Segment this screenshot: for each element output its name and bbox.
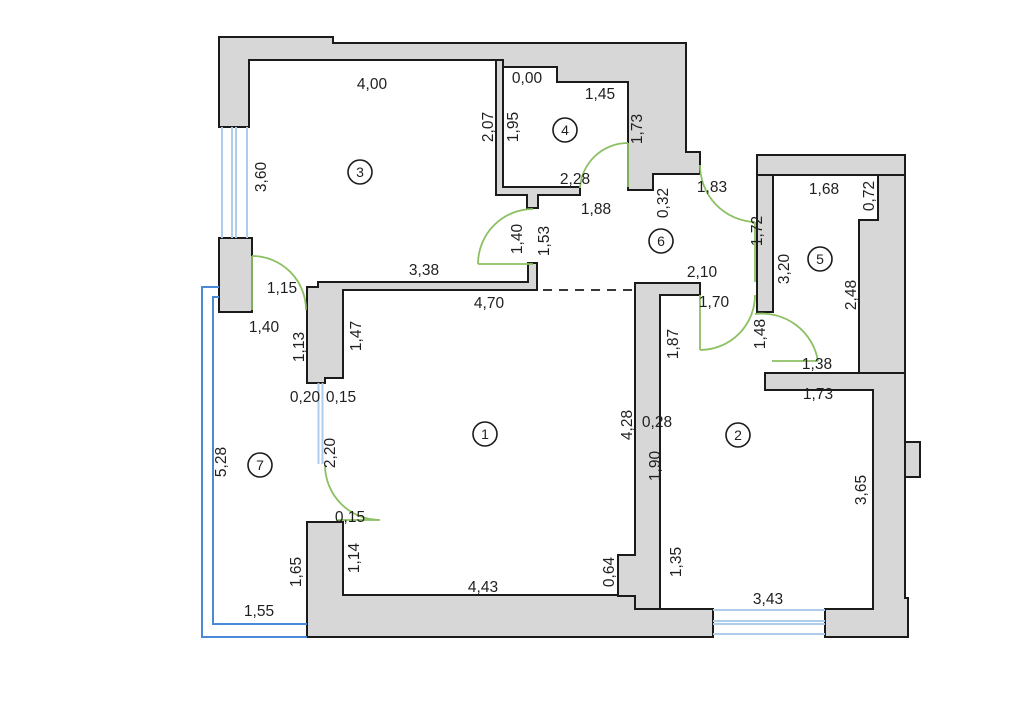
dimension-label: 1,13 bbox=[291, 332, 308, 362]
dimension-label: 0,15 bbox=[326, 389, 356, 406]
wall-segment bbox=[218, 237, 253, 313]
dimension-label: 1,68 bbox=[809, 181, 839, 198]
svg-text:6: 6 bbox=[657, 233, 665, 249]
doors-layer bbox=[251, 142, 819, 521]
room-number-badge: 2 bbox=[725, 422, 751, 448]
svg-text:1: 1 bbox=[481, 426, 489, 442]
dimension-label: 1,15 bbox=[267, 280, 297, 297]
dimension-label: 2,48 bbox=[843, 280, 860, 310]
dimension-label: 0,15 bbox=[335, 509, 365, 526]
wall-segment bbox=[904, 441, 921, 478]
svg-text:2: 2 bbox=[734, 427, 742, 443]
dimension-label: 1,53 bbox=[536, 226, 553, 256]
dimension-label: 1,48 bbox=[752, 319, 769, 349]
dimension-label: 1,87 bbox=[665, 329, 682, 359]
door-hall-room2 bbox=[699, 294, 756, 351]
dimension-label: 3,43 bbox=[753, 591, 783, 608]
door-room4 bbox=[579, 142, 629, 189]
dimension-label: 4,70 bbox=[474, 295, 505, 312]
room-numbers-layer: 1 2 3 4 5 6 7 bbox=[247, 117, 833, 478]
room-number-badge: 3 bbox=[347, 159, 373, 185]
dimension-label: 1,40 bbox=[509, 224, 526, 255]
dimension-label: 3,60 bbox=[253, 162, 270, 193]
dimension-label: 2,10 bbox=[687, 264, 718, 281]
wall-segment bbox=[306, 262, 538, 384]
wall-segment bbox=[617, 282, 701, 610]
door-room3-balcony bbox=[251, 255, 307, 311]
dimension-label: 1,55 bbox=[244, 603, 274, 620]
dimension-label: 5,28 bbox=[213, 447, 230, 477]
railing-inner bbox=[212, 296, 307, 625]
dimension-label: 1,65 bbox=[288, 557, 305, 587]
dimension-label: 0,64 bbox=[601, 557, 618, 588]
svg-text:5: 5 bbox=[816, 251, 824, 267]
wall-segment bbox=[756, 154, 906, 176]
window-bottom-3-43 bbox=[713, 609, 825, 635]
dimension-label: 0,72 bbox=[861, 181, 878, 211]
dimension-label: 0,00 bbox=[512, 70, 543, 87]
svg-text:3: 3 bbox=[356, 164, 364, 180]
dimension-label: 1,88 bbox=[581, 201, 611, 218]
room-number-badge: 7 bbox=[247, 452, 273, 478]
wall-segment bbox=[218, 36, 701, 191]
dimension-label: 1,90 bbox=[647, 451, 664, 482]
dimensions-layer: 4,00 0,00 1,45 2,28 1,88 1,83 1,68 3,38 4,70 2,10… bbox=[213, 70, 878, 620]
dimension-label: 1,35 bbox=[668, 547, 685, 577]
wall-segment bbox=[495, 59, 581, 209]
window-left-3-60 bbox=[221, 127, 248, 238]
room-number-badge: 6 bbox=[648, 228, 674, 254]
dimension-label: 1,73 bbox=[629, 114, 646, 144]
dimension-label: 1,73 bbox=[803, 386, 833, 403]
dimension-label: 4,28 bbox=[619, 410, 636, 440]
window-balcony-2-20 bbox=[317, 383, 324, 464]
door-room7 bbox=[324, 464, 381, 521]
door-room3-hall bbox=[477, 208, 534, 265]
dimension-label: 1,40 bbox=[249, 319, 280, 336]
dimension-label: 2,20 bbox=[322, 438, 339, 469]
room-number-badge: 1 bbox=[472, 421, 498, 447]
dimension-label: 1,45 bbox=[585, 86, 615, 103]
room-number-badge: 4 bbox=[552, 117, 578, 143]
door-entry bbox=[699, 164, 756, 282]
dimension-label: 4,43 bbox=[468, 579, 498, 596]
room-number-badge: 5 bbox=[807, 246, 833, 272]
dimension-label: 4,00 bbox=[357, 76, 388, 93]
dimension-label: 1,72 bbox=[749, 216, 766, 246]
wall-segment bbox=[764, 372, 909, 638]
dimension-label: 1,14 bbox=[346, 543, 363, 574]
wall-segment bbox=[756, 174, 774, 313]
walls-layer bbox=[218, 36, 921, 638]
dimension-label: 2,28 bbox=[560, 171, 590, 188]
svg-text:7: 7 bbox=[256, 457, 264, 473]
dimension-label: 1,38 bbox=[802, 356, 832, 373]
dimension-label: 1,83 bbox=[697, 179, 727, 196]
dimension-label: 0,28 bbox=[642, 414, 672, 431]
dimension-label: 3,65 bbox=[853, 475, 870, 505]
door-room5 bbox=[754, 312, 819, 362]
railing-outer bbox=[201, 286, 307, 638]
dimension-label: 1,95 bbox=[505, 112, 522, 142]
dimension-label: 1,47 bbox=[348, 321, 365, 351]
dimension-label: 0,20 bbox=[290, 389, 321, 406]
balcony-railing bbox=[201, 286, 307, 638]
dimension-label: 1,70 bbox=[699, 294, 730, 311]
windows-layer bbox=[221, 127, 825, 635]
svg-text:4: 4 bbox=[561, 122, 569, 138]
dimension-label: 3,38 bbox=[409, 262, 439, 279]
dimension-label: 2,07 bbox=[480, 112, 497, 142]
dimension-label: 0,32 bbox=[655, 188, 672, 218]
dimension-label: 3,20 bbox=[776, 254, 793, 285]
